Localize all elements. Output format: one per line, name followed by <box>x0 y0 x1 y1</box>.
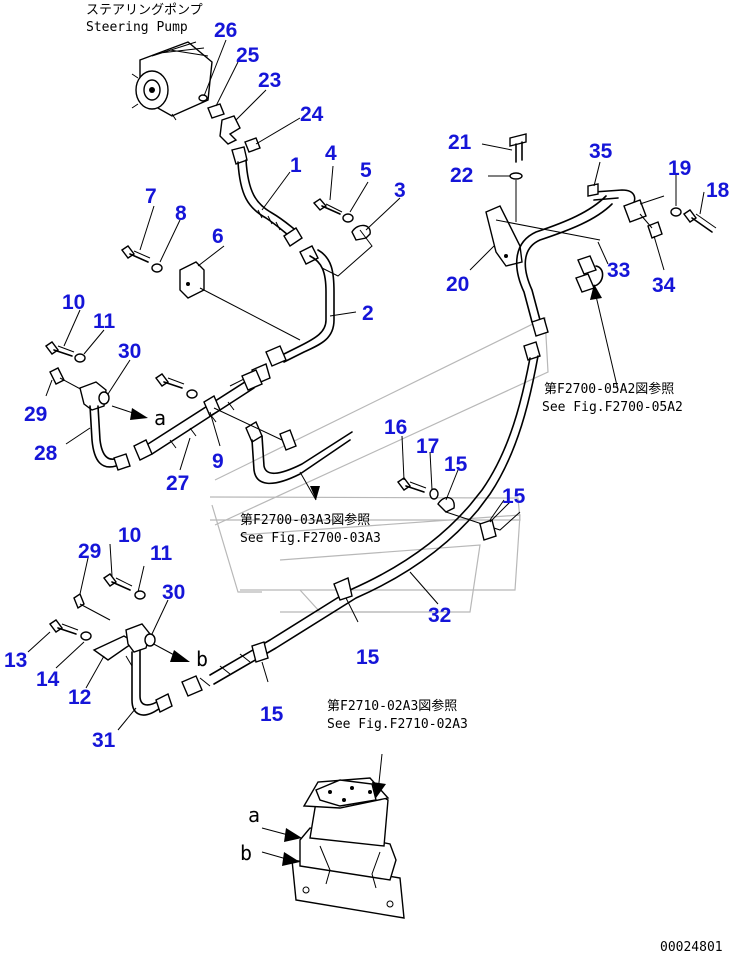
part-number: 15 <box>260 703 284 726</box>
block-19-assembly <box>587 183 717 239</box>
part-number: 20 <box>446 273 469 296</box>
pump-label-jp: ステアリングポンプ <box>86 3 203 18</box>
part-number: 15 <box>502 485 526 508</box>
ref-arrow-05a2 <box>590 284 619 391</box>
part-number: 4 <box>325 142 337 165</box>
bolt-washer-middle <box>154 373 198 399</box>
flow-arrows-left <box>111 405 190 662</box>
part-number: 32 <box>428 604 451 627</box>
ref-02a3-jp: 第F2710-02A3図参照 <box>327 698 457 714</box>
tube-33 <box>495 189 636 323</box>
part-number: 30 <box>118 340 141 363</box>
bracket-20-assembly <box>485 133 527 267</box>
part-number: 2 <box>362 302 374 325</box>
ref-05a2-jp: 第F2700-05A2図参照 <box>544 381 674 397</box>
part-number: 22 <box>450 164 473 187</box>
part-number: 28 <box>34 442 58 465</box>
machine-frame-outline <box>209 317 549 613</box>
part-number: 35 <box>589 140 613 163</box>
part-number: 19 <box>668 157 691 180</box>
leader-lines <box>27 39 705 731</box>
part-number: 10 <box>118 524 141 547</box>
part-number: 15 <box>356 646 380 669</box>
part-number: 12 <box>68 686 91 709</box>
letter-b-tank: b <box>240 841 252 865</box>
hydraulic-tank <box>261 753 405 919</box>
ref-02a3-en: See Fig.F2710-02A3 <box>327 717 468 732</box>
part-number: 34 <box>652 274 676 297</box>
pump-fittings <box>198 94 261 165</box>
header-annotation: ステアリングポンプ Steering Pump <box>86 3 203 35</box>
part-number: 30 <box>162 581 185 604</box>
clamps-15-right <box>396 477 521 541</box>
tube-27 <box>133 369 263 461</box>
part-number: 27 <box>166 472 189 495</box>
flow-letters: a b a b <box>154 406 260 865</box>
part-number: 11 <box>150 542 173 565</box>
part-number: 13 <box>4 649 27 672</box>
bracket-6-assembly <box>120 245 301 341</box>
part-number: 21 <box>448 131 472 154</box>
part-number: 23 <box>258 69 281 92</box>
part-number: 17 <box>416 435 439 458</box>
part-number: 18 <box>706 179 730 202</box>
part-number: 14 <box>36 668 60 691</box>
part-number: 7 <box>145 185 157 208</box>
letter-a-upper: a <box>154 406 166 430</box>
part-number: 24 <box>300 103 324 126</box>
letter-a-tank: a <box>248 803 260 827</box>
part-number: 11 <box>93 310 116 333</box>
pump-label-en: Steering Pump <box>86 20 188 35</box>
part-number: 5 <box>360 159 372 182</box>
part-number: 1 <box>290 154 302 177</box>
part-callouts: 26 25 23 24 1 4 5 3 7 8 6 2 10 11 30 29 … <box>4 19 730 752</box>
part-number: 15 <box>444 453 468 476</box>
part-number: 6 <box>212 225 224 248</box>
part-number: 16 <box>384 416 407 439</box>
tube-32 <box>181 317 549 697</box>
letter-b-upper: b <box>196 647 208 671</box>
part-number: 8 <box>175 202 187 225</box>
hose-2 <box>229 245 335 387</box>
steering-pump <box>131 41 213 121</box>
part-number: 9 <box>212 450 224 473</box>
ref-05a2-en: See Fig.F2700-05A2 <box>542 400 683 415</box>
bolt-washer-clamp-upper <box>312 198 373 277</box>
part-number: 29 <box>78 540 101 563</box>
part-number: 29 <box>24 403 47 426</box>
part-number: 3 <box>394 179 406 202</box>
ref-03a3-en: See Fig.F2700-03A3 <box>240 531 381 546</box>
part-number: 26 <box>214 19 237 42</box>
part-number: 33 <box>607 259 630 282</box>
part-number: 31 <box>92 729 116 752</box>
document-code: 00024801 <box>660 940 723 955</box>
tube-28-assembly <box>44 341 131 471</box>
ref-03a3-jp: 第F2700-03A3図参照 <box>240 512 370 528</box>
tube-9 <box>213 407 353 501</box>
part-number: 25 <box>236 44 260 67</box>
ref-annotations: 第F2700-05A2図参照 See Fig.F2700-05A2 第F2700… <box>240 381 683 732</box>
part-number: 10 <box>62 291 85 314</box>
tube-31-assembly <box>48 573 173 716</box>
hose-1 <box>237 159 303 247</box>
